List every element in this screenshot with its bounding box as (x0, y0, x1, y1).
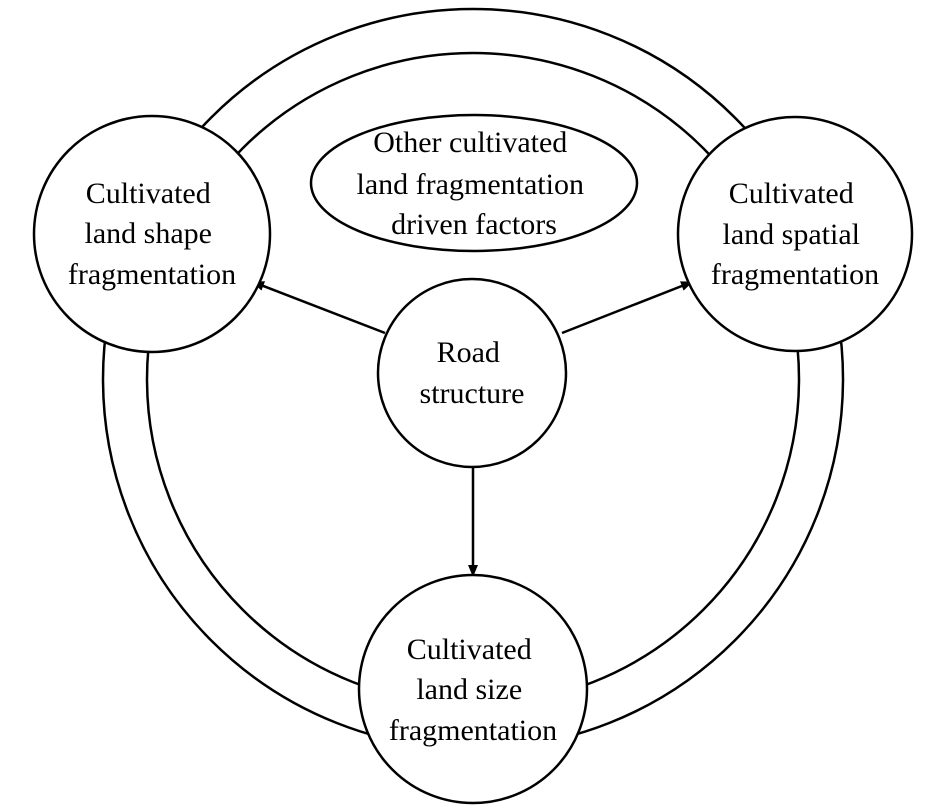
shape-fragmentation-label: Cultivated land shape fragmentation (68, 177, 236, 291)
size-fragmentation-label: Cultivated land size fragmentation (389, 633, 557, 747)
node-road-structure (376, 277, 568, 469)
spatial-fragmentation-label: Cultivated land spatial fragmentation (711, 177, 879, 291)
other-factors-ellipse (309, 113, 639, 253)
arrow-road-to-spatial (561, 280, 693, 335)
node-spatial-fragmentation (676, 115, 914, 353)
node-size-fragmentation (357, 573, 589, 805)
node-shape-fragmentation (32, 114, 272, 354)
other-factors-label: Other cultivated land fragmentation driv… (357, 126, 592, 241)
road-structure-label: Road structure (420, 336, 525, 410)
arrow-road-to-shape (252, 280, 386, 335)
